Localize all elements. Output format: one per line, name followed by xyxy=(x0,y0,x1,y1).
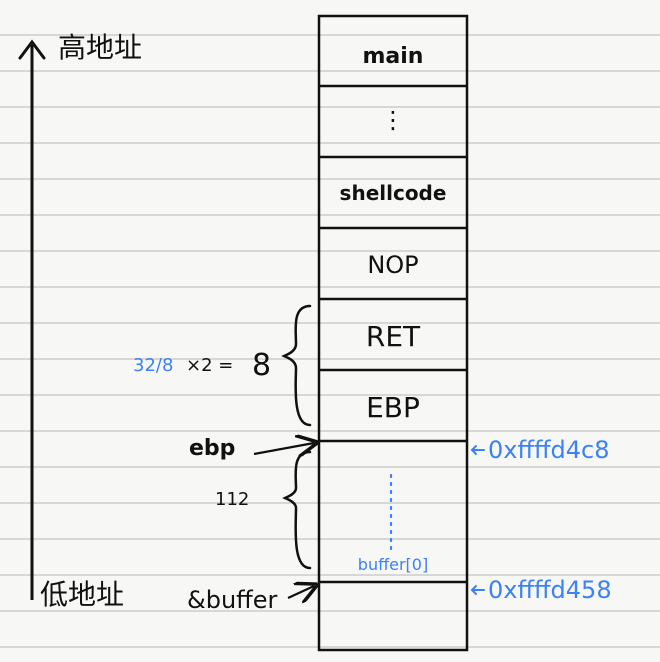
stack-cell-ellipsis: ⋮ xyxy=(381,106,405,134)
stack-cell-ret: RET xyxy=(366,320,421,353)
stack-cell-main: main xyxy=(363,44,424,69)
high-address-label: 高地址 xyxy=(58,31,142,64)
buffer-address-label: 0xffffd458 xyxy=(488,576,612,604)
buffer-pointer-arrow xyxy=(287,586,314,598)
ebp-address-arrowhead xyxy=(470,445,477,455)
low-address-label: 低地址 xyxy=(40,578,124,611)
ebp-pointer-arrow xyxy=(253,443,314,454)
buffer-address-arrowhead xyxy=(470,585,477,595)
size-formula-result: 8 xyxy=(252,348,271,383)
stack-cell-ebp: EBP xyxy=(366,391,420,424)
stack-cell-nop: NOP xyxy=(367,251,418,279)
buffer-first-cell-label: buffer[0] xyxy=(358,555,428,574)
buffer-size-brace xyxy=(282,450,312,570)
stack-cell-shellcode: shellcode xyxy=(340,181,447,205)
ebp-label: ebp xyxy=(189,436,235,461)
ret-ebp-brace xyxy=(281,304,312,427)
size-formula-black: ×2 = xyxy=(186,355,233,376)
ebp-address-label: 0xffffd4c8 xyxy=(488,436,610,464)
size-formula-blue: 32/8 xyxy=(133,355,173,376)
stack-frame xyxy=(317,14,469,652)
buffer-reference-label: &buffer xyxy=(187,586,277,614)
buffer-size-label: 112 xyxy=(215,489,249,510)
address-direction-arrowhead xyxy=(18,39,46,60)
